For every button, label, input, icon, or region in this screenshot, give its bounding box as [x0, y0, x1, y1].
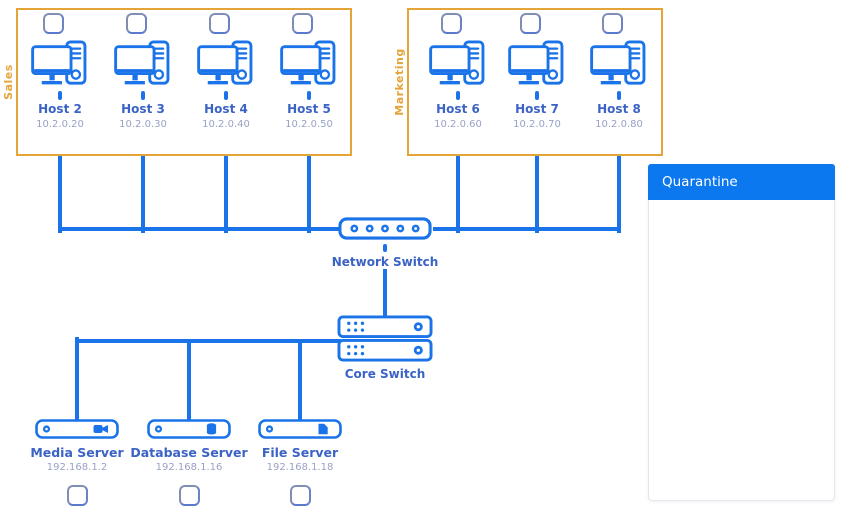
host-ip: 10.2.0.80 [595, 118, 643, 130]
network-switch-node: Network Switch [332, 217, 438, 270]
core-switch-icon [337, 315, 433, 362]
connector-dash-icon [456, 91, 460, 100]
desktop-computer-icon[interactable] [280, 40, 338, 88]
network-switch-label: Network Switch [331, 255, 439, 269]
host-name: Host 7 [515, 102, 559, 116]
server-card: Media Server 192.168.1.2 [30, 419, 124, 506]
host-ip: 10.2.0.50 [285, 118, 333, 130]
group-marketing-label: Marketing [393, 48, 406, 116]
database-server-icon[interactable] [147, 419, 231, 439]
host-name: Host 2 [38, 102, 82, 116]
desktop-computer-icon[interactable] [590, 40, 648, 88]
core-switch-node: Core Switch [337, 315, 433, 382]
host-checkbox[interactable] [208, 13, 230, 34]
host-ip: 10.2.0.30 [119, 118, 167, 130]
connector-dash-icon [383, 244, 387, 252]
connector-dash-icon [535, 91, 539, 100]
server-ip: 192.168.1.16 [155, 462, 223, 474]
host-card: Host 7 10.2.0.70 [495, 13, 579, 130]
desktop-computer-icon[interactable] [31, 40, 89, 88]
quarantine-header: Quarantine [648, 164, 835, 200]
server-name: Media Server [30, 445, 124, 460]
server-checkbox[interactable] [178, 484, 200, 506]
group-marketing: Marketing [393, 8, 663, 156]
host-card: Host 2 10.2.0.20 [18, 13, 102, 130]
host-checkbox[interactable] [291, 13, 313, 34]
host-card: Host 3 10.2.0.30 [101, 13, 185, 130]
host-checkbox[interactable] [519, 13, 541, 34]
host-name: Host 6 [436, 102, 480, 116]
host-name: Host 8 [597, 102, 641, 116]
host-checkbox[interactable] [440, 13, 462, 34]
server-name: File Server [261, 445, 339, 460]
host-name: Host 3 [121, 102, 165, 116]
host-ip: 10.2.0.40 [202, 118, 250, 130]
server-name: Database Server [130, 445, 248, 460]
connector-dash-icon [141, 91, 145, 100]
server-ip: 192.168.1.18 [266, 462, 334, 474]
host-card: Host 8 10.2.0.80 [577, 13, 661, 130]
quarantine-panel: Quarantine [648, 164, 835, 501]
connector-dash-icon [617, 91, 621, 100]
host-ip: 10.2.0.70 [513, 118, 561, 130]
desktop-computer-icon[interactable] [508, 40, 566, 88]
connector-dash-icon [224, 91, 228, 100]
server-checkbox[interactable] [66, 484, 88, 506]
host-name: Host 5 [287, 102, 331, 116]
server-checkbox[interactable] [289, 484, 311, 506]
host-checkbox[interactable] [601, 13, 623, 34]
connector-dash-icon [307, 91, 311, 100]
connector-dash-icon [58, 91, 62, 100]
media-server-icon[interactable] [35, 419, 119, 439]
group-sales-label: Sales [2, 64, 15, 100]
server-card: File Server 192.168.1.18 [258, 419, 342, 506]
desktop-computer-icon[interactable] [114, 40, 172, 88]
host-card: Host 4 10.2.0.40 [184, 13, 268, 130]
file-server-icon[interactable] [258, 419, 342, 439]
host-card: Host 5 10.2.0.50 [267, 13, 351, 130]
host-checkbox[interactable] [125, 13, 147, 34]
server-ip: 192.168.1.2 [46, 462, 108, 474]
network-switch-icon [337, 217, 433, 240]
host-checkbox[interactable] [42, 13, 64, 34]
desktop-computer-icon[interactable] [197, 40, 255, 88]
quarantine-dropzone[interactable] [649, 200, 834, 500]
host-ip: 10.2.0.20 [36, 118, 84, 130]
core-switch-label: Core Switch [344, 367, 426, 381]
host-card: Host 6 10.2.0.60 [416, 13, 500, 130]
quarantine-title: Quarantine [662, 174, 738, 190]
server-card: Database Server 192.168.1.16 [130, 419, 248, 506]
group-sales: Sales [2, 8, 352, 156]
desktop-computer-icon[interactable] [429, 40, 487, 88]
host-ip: 10.2.0.60 [434, 118, 482, 130]
host-name: Host 4 [204, 102, 248, 116]
